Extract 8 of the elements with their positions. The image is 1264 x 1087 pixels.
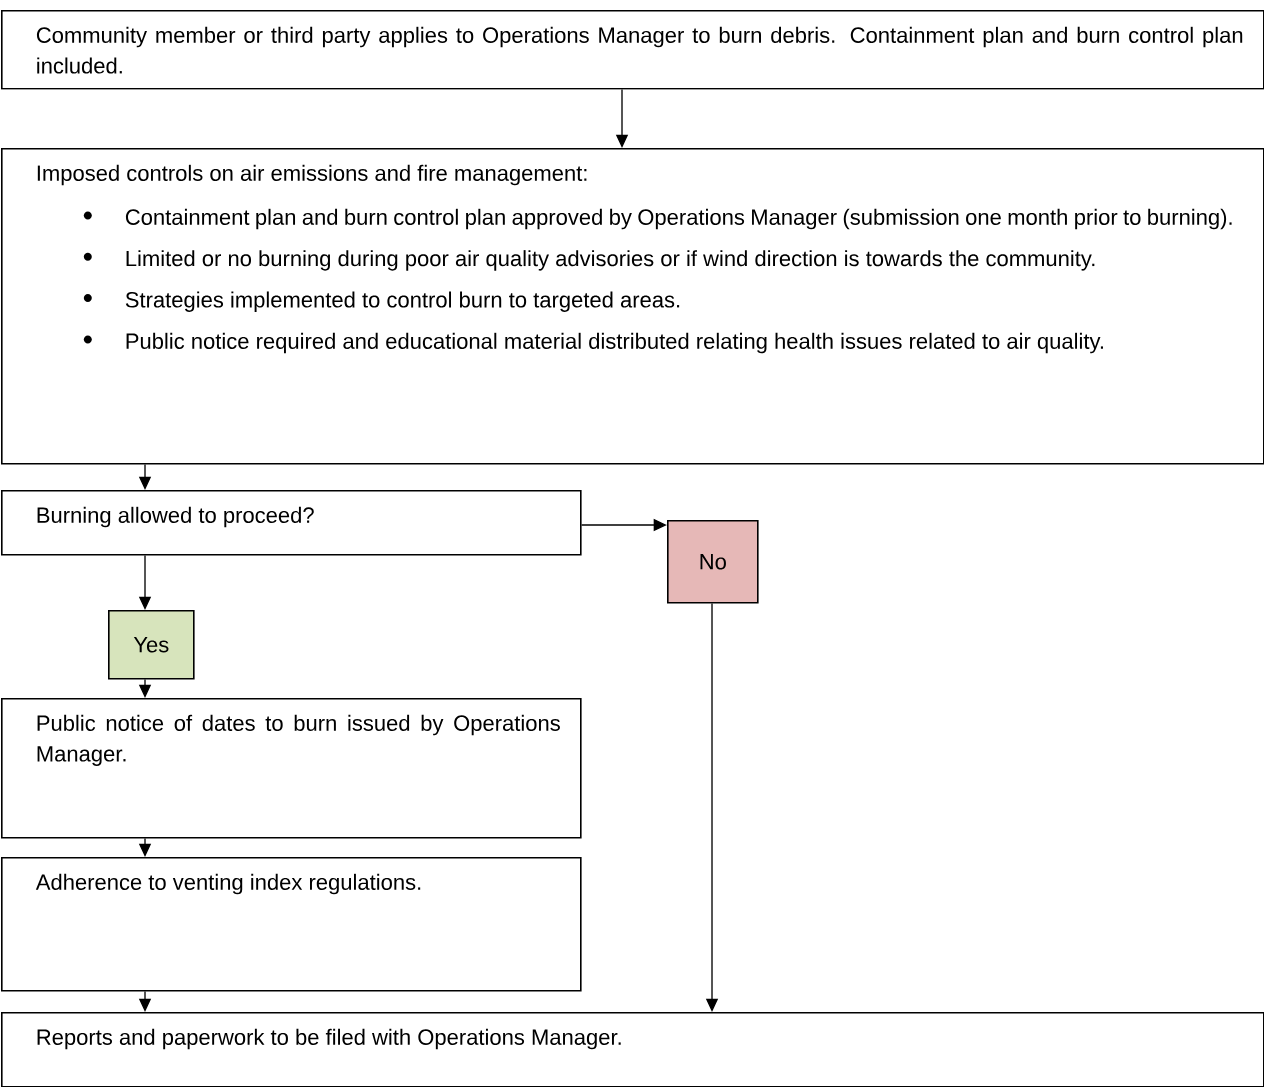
process-box: Adherence to venting index regulations. — [1, 857, 582, 992]
process-box: Public notice of dates to burn issued by Operations Manager. — [1, 698, 582, 839]
answer-box: No — [667, 520, 759, 604]
process-box: Community member or third party applies to Operations Manager to burn debris. Containment plan and burn control plan included. — [1, 10, 1264, 90]
process-box: Reports and paperwork to be filed with Operations Manager. — [1, 1012, 1264, 1087]
process-box: Imposed controls on air emissions and fire management: Containment plan and burn control plan approved by Operations Manager (submission one month prior to burning). Limited or no burning during poor air quality advisories or if wind direction is towards the community. Strategies implemented to control burn to targeted areas. Public notice required and educational material distributed relating health issues related to air quality. — [1, 148, 1264, 465]
process-box: Burning allowed to proceed? — [1, 490, 582, 556]
answer-box: Yes — [108, 610, 195, 680]
